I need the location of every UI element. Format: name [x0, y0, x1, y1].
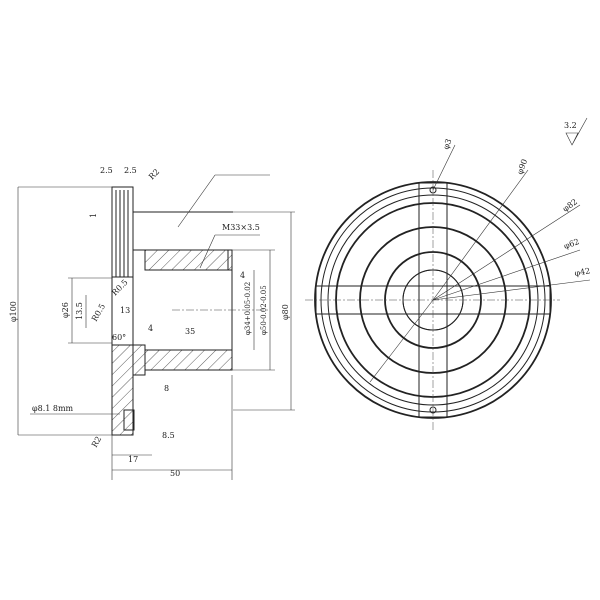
dim-r2-bottom: R2 — [90, 435, 103, 449]
dim-8-5: 8.5 — [162, 431, 175, 440]
dim-13-5: 13.5 — [75, 302, 84, 320]
dim-35: 35 — [185, 327, 195, 336]
dim-17: 17 — [128, 455, 138, 464]
dim-13: 13 — [120, 306, 130, 315]
front-view — [305, 144, 591, 430]
dim-phi3: φ3 — [441, 138, 453, 151]
dim-4-bottom: 4 — [148, 324, 153, 333]
side-section-view — [17, 174, 295, 480]
roughness-value: 3.2 — [564, 121, 577, 130]
dim-phi50: φ50-0.02-0.05 — [260, 285, 268, 335]
dim-phi80: φ80 — [281, 304, 290, 320]
dim-phi42: φ42 — [574, 266, 591, 278]
dim-2-5-right: 2.5 — [124, 166, 137, 175]
dim-50: 50 — [170, 469, 180, 478]
dim-4-top: 4 — [240, 271, 245, 280]
dim-phi26: φ26 — [61, 302, 70, 318]
roughness-symbol-icon — [565, 117, 588, 146]
dim-phi90: φ90 — [515, 158, 529, 176]
dim-phi100: φ100 — [9, 301, 18, 322]
dim-8: 8 — [164, 384, 169, 393]
dim-2-5-left: 2.5 — [100, 166, 113, 175]
dim-r0-5-b: R0.5 — [90, 302, 107, 323]
thread-label: M33×3.5 — [222, 223, 260, 232]
dim-1: 1 — [89, 213, 98, 218]
dim-phi62: φ62 — [563, 237, 581, 251]
side-view-labels: 2.5 2.5 R2 1 M33×3.5 4 φ34+0.05-0.02 φ50… — [9, 166, 290, 478]
dim-r2-top: R2 — [147, 167, 161, 181]
dim-r0-5-a: R0.5 — [110, 278, 130, 298]
dim-phi34: φ34+0.05-0.02 — [244, 282, 252, 335]
hole-label: φ8.1 8mm — [32, 404, 74, 413]
dim-60-deg: 60° — [112, 333, 126, 342]
